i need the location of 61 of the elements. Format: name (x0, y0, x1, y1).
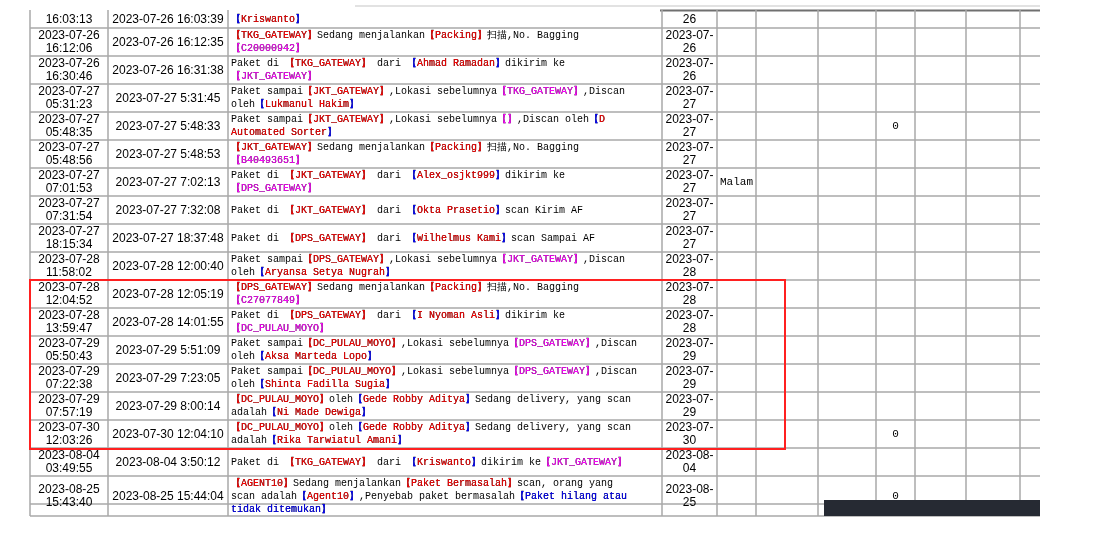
timestamp-text: 2023-07-27 7:32:08 (114, 201, 222, 219)
tracking-description: Paket di 【JKT_GATEWAY】 dari 【Okta Prasetio】scan Kirim AF (231, 203, 584, 217)
shift-text: Malam (719, 175, 754, 190)
date-text: 2023-07-28 (664, 309, 715, 335)
timestamp-text: 2023-07-27 05:48:35 (37, 113, 101, 139)
timestamp-text: 16:03:13 (44, 11, 94, 27)
timestamp-text: 2023-07-28 11:58:02 (37, 253, 101, 279)
timestamp-text: 2023-07-28 12:04:52 (37, 281, 101, 307)
date-text: 2023-07-27 (664, 113, 715, 139)
date-text: 2023-07-30 (664, 421, 715, 447)
timestamp-text: 2023-07-26 16:30:46 (37, 57, 101, 83)
date-text: 2023-08-04 (664, 449, 715, 475)
date-text: 2023-07-29 (664, 337, 715, 363)
timestamp-text: 2023-07-28 12:05:19 (111, 285, 225, 303)
date-text: 2023-07-27 (664, 85, 715, 111)
date-text: 2023-07-26 (664, 57, 715, 83)
timestamp-text: 2023-08-25 15:43:40 (37, 481, 101, 511)
timestamp-text: 2023-07-29 05:50:43 (37, 337, 101, 363)
date-text: 2023-07-28 (664, 281, 715, 307)
timestamp-text: 2023-07-26 16:31:38 (111, 61, 225, 79)
date-text: 2023-07-26 (664, 29, 715, 55)
timestamp-text: 2023-07-29 8:00:14 (114, 397, 222, 415)
timestamp-text: 2023-07-27 07:31:54 (37, 197, 101, 223)
timestamp-text: 2023-08-04 03:49:55 (37, 449, 101, 475)
count-text: 0 (891, 119, 900, 134)
tracking-description: Paket di 【DPS_GATEWAY】 dari 【Wilhelmus Kami】scan Sampai AF (231, 231, 596, 245)
timestamp-text: 2023-07-26 16:03:39 (111, 11, 225, 27)
date-text: 2023-07-29 (664, 365, 715, 391)
timestamp-text: 2023-07-27 5:31:45 (114, 89, 222, 107)
timestamp-text: 2023-07-29 7:23:05 (114, 369, 222, 387)
timestamp-text: 2023-08-25 15:44:04 (111, 487, 225, 505)
date-text: 2023-07-27 (664, 169, 715, 195)
timestamp-text: 2023-07-29 07:22:38 (37, 365, 101, 391)
date-text: 2023-07-27 (664, 141, 715, 167)
timestamp-text: 2023-07-29 07:57:19 (37, 393, 101, 419)
timestamp-text: 2023-07-28 13:59:47 (37, 309, 101, 335)
timestamp-text: 2023-07-27 05:31:23 (37, 85, 101, 111)
timestamp-text: 2023-07-28 14:01:55 (111, 313, 225, 331)
timestamp-text: 2023-07-30 12:03:26 (37, 421, 101, 447)
date-text: 2023-08-25 (664, 481, 715, 511)
count-text: 0 (891, 489, 900, 504)
timestamp-text: 2023-07-30 12:04:10 (111, 425, 225, 443)
timestamp-text: 2023-07-27 18:37:48 (111, 229, 225, 247)
timestamp-text: 2023-07-27 7:02:13 (114, 173, 222, 191)
date-text: 2023-07-28 (664, 253, 715, 279)
date-text: 2023-07-27 (664, 197, 715, 223)
timestamp-text: 2023-08-04 3:50:12 (114, 453, 222, 471)
date-text: 2023-07-27 (664, 225, 715, 251)
timestamp-text: 2023-07-27 5:48:33 (114, 117, 222, 135)
timestamp-text: 2023-07-27 07:01:53 (37, 169, 101, 195)
timestamp-text: 2023-07-28 12:00:40 (111, 257, 225, 275)
timestamp-text: 2023-07-27 05:48:56 (37, 141, 101, 167)
timestamp-text: 2023-07-26 16:12:06 (37, 29, 101, 55)
date-text: 26 (681, 11, 698, 27)
timestamp-text: 2023-07-26 16:12:35 (111, 33, 225, 51)
count-text: 0 (891, 427, 900, 442)
date-text: 2023-07-29 (664, 393, 715, 419)
timestamp-text: 2023-07-27 18:15:34 (37, 225, 101, 251)
timestamp-text: 2023-07-29 5:51:09 (114, 341, 222, 359)
timestamp-text: 2023-07-27 5:48:53 (114, 145, 222, 163)
dark-bar (824, 500, 1040, 516)
